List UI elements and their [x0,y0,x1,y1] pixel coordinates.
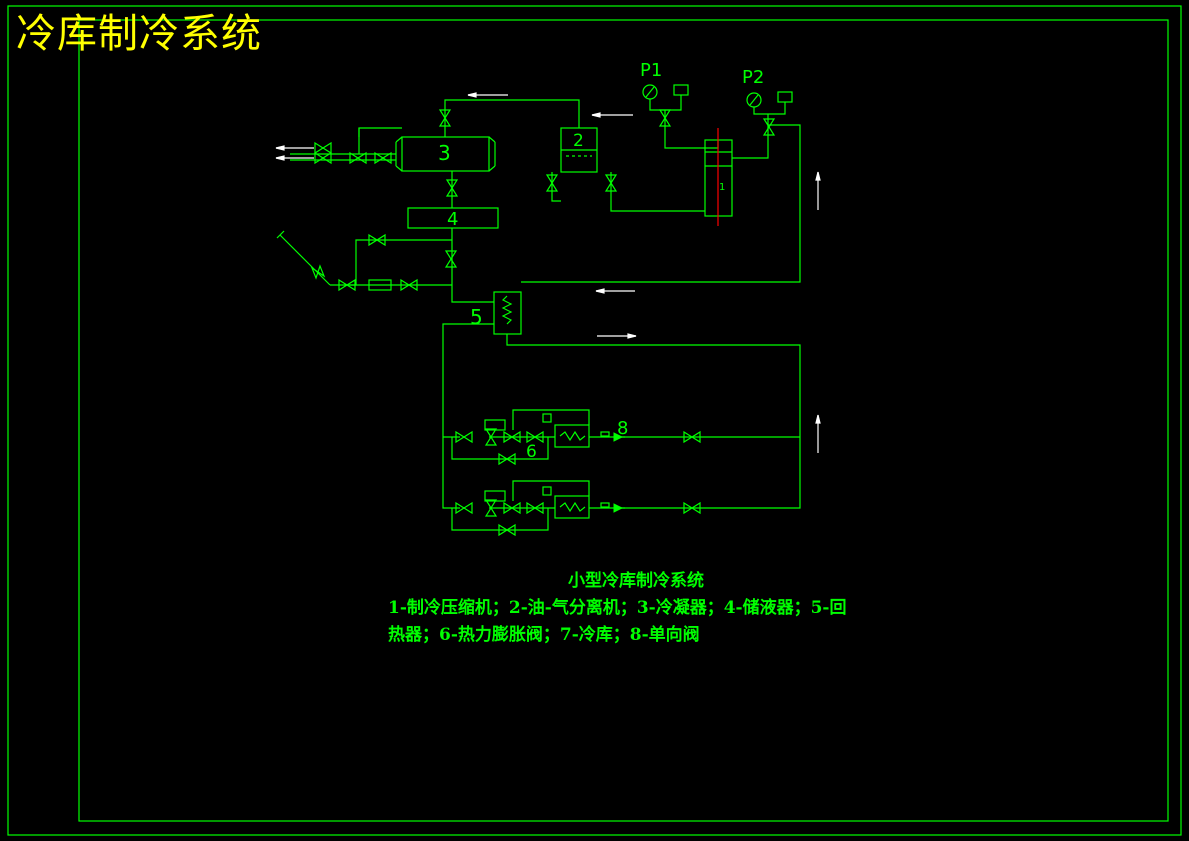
valve-icon [314,141,332,155]
page-title: 冷库制冷系统 [16,11,262,57]
label-separator: 2 [573,131,584,151]
label-receiver: 4 [447,209,458,230]
valve-icon [438,109,452,127]
label-p2: P2 [742,67,764,88]
label-regenerator: 5 [470,305,483,329]
label-condenser: 3 [438,141,451,165]
inner-border [78,19,1169,822]
valve-icon [374,151,392,165]
regenerator [493,291,522,335]
valve-icon [455,430,473,444]
valve-icon [310,264,326,280]
liquid-receiver [407,207,499,229]
valve-icon [503,430,521,444]
valve-icon [368,233,386,247]
valve-icon [545,174,559,192]
valve-icon [762,118,776,136]
label-expansion-valve: 6 [526,442,537,462]
label-p1: P1 [640,60,662,81]
valve-icon [498,452,516,466]
outer-border [7,5,1182,836]
valve-icon [455,501,473,515]
valve-icon [604,174,618,192]
valve-icon [658,109,672,127]
legend-line-1: 1-制冷压缩机；2-油-气分离机；3-冷凝器；4-储液器；5-回 [388,598,847,618]
label-compressor: 1 [719,182,725,193]
valve-icon [445,179,459,197]
valve-icon [349,151,367,165]
valve-icon [314,151,332,165]
valve-icon [484,428,498,446]
valve-icon [338,278,356,292]
valve-icon [526,430,544,444]
diagram-caption: 小型冷库制冷系统 [568,571,704,591]
valve-icon [498,523,516,537]
label-check-valve: 8 [617,418,628,439]
valve-icon [683,430,701,444]
valve-icon [683,501,701,515]
valve-icon [503,501,521,515]
legend-line-2: 热器；6-热力膨胀阀；7-冷库；8-单向阀 [388,625,700,645]
valve-icon [526,501,544,515]
valve-icon [444,250,458,268]
valve-icon [400,278,418,292]
valve-icon [484,499,498,517]
